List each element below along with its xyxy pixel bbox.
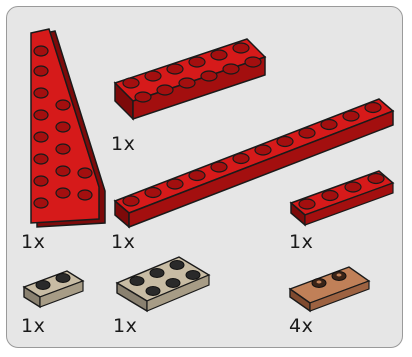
- quantity-label: 1x: [113, 317, 137, 336]
- quantity-label: 1x: [21, 317, 45, 336]
- quantity-label: 1x: [289, 233, 313, 252]
- red-wedge-plate-image: [21, 27, 113, 232]
- tan-plate-2x3-image: [113, 253, 219, 313]
- red-plate-1x4-image: [287, 167, 399, 227]
- quantity-label: 1x: [21, 233, 45, 252]
- tan-plate-1x2-image: [21, 265, 89, 309]
- brown-jumper-plate-image: [287, 263, 377, 313]
- quantity-label: 1x: [111, 233, 135, 252]
- quantity-label: 4x: [289, 317, 313, 336]
- parts-list-panel: 1x 1x 1x: [6, 6, 403, 348]
